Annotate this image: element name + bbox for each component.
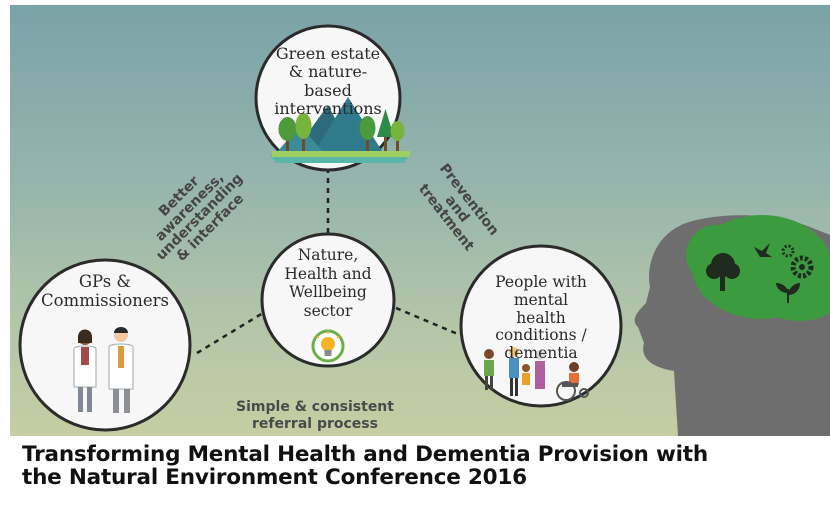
diagram-canvas	[18, 24, 830, 436]
bird-icon	[754, 243, 772, 257]
conference-title-line2: the Natural Environment Conference 2016	[22, 465, 527, 490]
connector-left-center	[196, 311, 264, 355]
head-silhouette-icon	[634, 215, 830, 436]
node-center-circle	[260, 232, 396, 368]
node-left-label: GPs & Commissioners	[40, 272, 170, 310]
gears-icon	[781, 244, 814, 279]
forest-landscape-icon	[270, 97, 410, 163]
node-center-label: Nature, Health and Wellbeing sector	[284, 246, 372, 320]
conference-title: Transforming Mental Health and Dementia …	[22, 443, 822, 489]
diagram-area: Green estate & nature-based intervention…	[10, 5, 830, 436]
conference-title-line1: Transforming Mental Health and Dementia …	[22, 442, 708, 467]
doctors-icon	[73, 327, 134, 413]
node-top-label: Green estate & nature-based intervention…	[274, 44, 382, 119]
node-left-circle	[18, 258, 192, 432]
connector-center-right	[395, 306, 461, 337]
node-right-circle	[459, 244, 623, 408]
lightbulb-icon	[311, 329, 345, 363]
people-group-icon	[484, 347, 589, 401]
tree-icon	[706, 253, 740, 291]
sprout-icon	[776, 283, 800, 303]
edge-label-referral: Simple & consistent referral process	[236, 399, 394, 432]
node-right-label: People with mental health conditions / d…	[495, 273, 587, 363]
